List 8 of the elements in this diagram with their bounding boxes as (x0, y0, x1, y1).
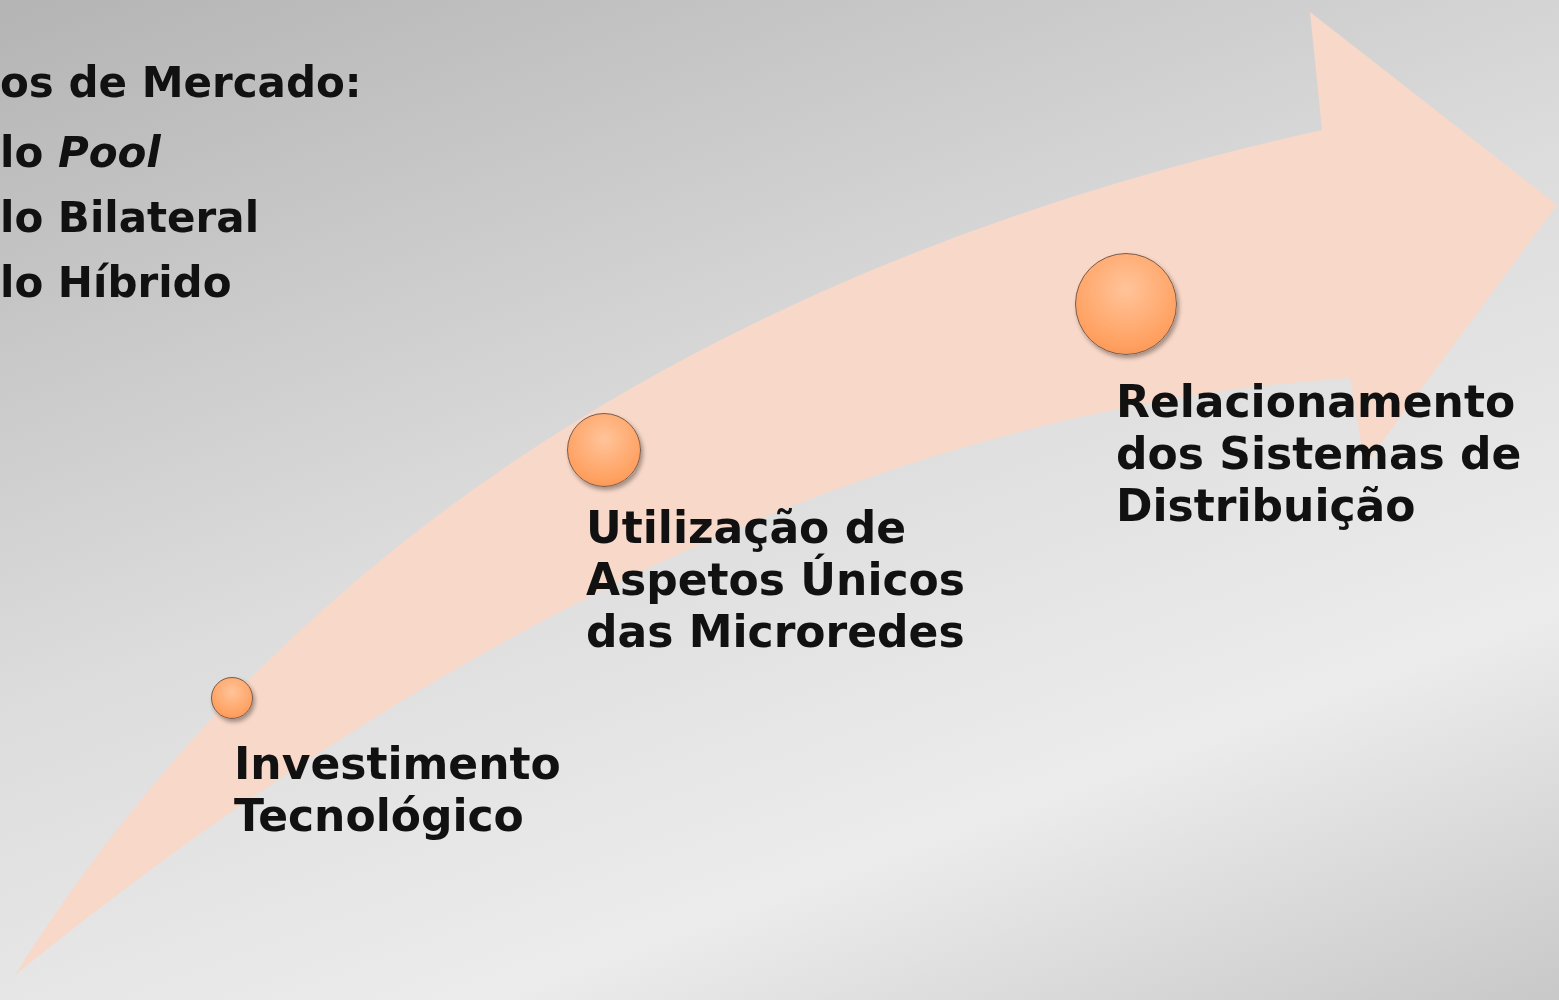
step-label: Relacionamento dos Sistemas de Distribuição (1116, 376, 1523, 532)
list-text: lo Bilateral (0, 195, 260, 242)
step-label: Investimento Tecnológico (234, 738, 562, 842)
list-text: os de Mercado: (0, 60, 362, 107)
list-text: lo Híbrido (0, 260, 232, 307)
step-label: Utilização de Aspetos Únicos das Microredes (586, 502, 966, 658)
list-text: lo Pool (0, 130, 161, 177)
circle-marker (211, 677, 253, 719)
